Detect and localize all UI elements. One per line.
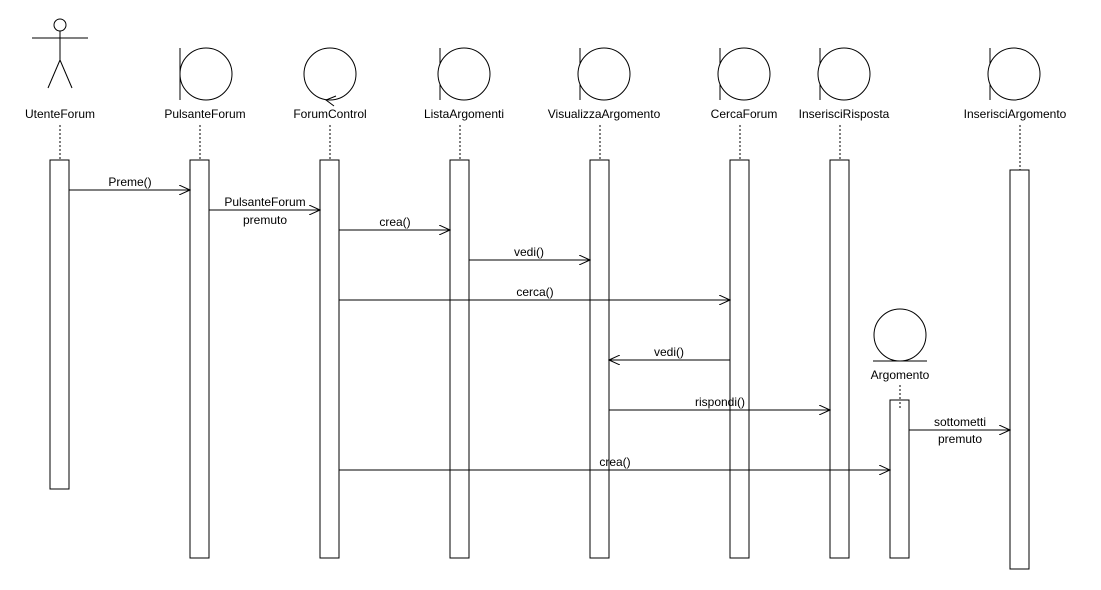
- activation-bar: [319, 159, 340, 559]
- message-rispondi: rispondi(): [609, 395, 830, 410]
- message-label: cerca(): [516, 285, 553, 299]
- boundary-icon: [179, 47, 233, 101]
- message-label: crea(): [379, 215, 410, 229]
- participant-label: ForumControl: [293, 107, 366, 121]
- message-vedi-1: vedi(): [469, 245, 590, 260]
- participant-lista-argomenti: ListaArgomenti: [424, 47, 504, 559]
- participant-visualizza-argomento: VisualizzaArgomento: [548, 47, 661, 559]
- boundary-icon: [817, 47, 871, 101]
- activation-bar: [589, 159, 610, 559]
- participant-forum-control: ForumControl: [293, 47, 367, 559]
- participant-utente-forum: UtenteForum: [25, 18, 95, 490]
- boundary-icon: [987, 47, 1041, 101]
- participant-label: UtenteForum: [25, 107, 95, 121]
- participant-label: InserisciArgomento: [964, 107, 1067, 121]
- participant-label: VisualizzaArgomento: [548, 107, 661, 121]
- control-icon: [303, 47, 357, 107]
- message-label: vedi(): [654, 345, 684, 359]
- message-label: rispondi(): [695, 395, 745, 409]
- activation-bar: [889, 399, 910, 559]
- participant-label: InserisciRisposta: [799, 107, 890, 121]
- message-label: Preme(): [108, 175, 151, 189]
- activation-bar: [729, 159, 750, 559]
- participant-label: CercaForum: [711, 107, 778, 121]
- message-label: sottometti: [934, 415, 986, 429]
- message-label: PulsanteForum: [224, 195, 305, 209]
- message-label: crea(): [599, 455, 630, 469]
- participant-label: ListaArgomenti: [424, 107, 504, 121]
- participant-inserisci-argomento: InserisciArgomento: [964, 47, 1067, 570]
- activation-bar: [49, 159, 70, 490]
- participant-argomento: Argomento: [871, 308, 930, 559]
- activation-bar: [449, 159, 470, 559]
- message-crea-argomento: crea(): [339, 455, 890, 470]
- participant-label: PulsanteForum: [164, 107, 245, 121]
- participant-inserisci-risposta: InserisciRisposta: [799, 47, 890, 559]
- message-pulsante-forum-premuto: PulsanteForum premuto: [209, 195, 320, 227]
- message-preme: Preme(): [69, 175, 190, 190]
- entity-icon: [873, 308, 927, 362]
- activation-bar: [1009, 169, 1030, 570]
- message-sottometti-premuto: sottometti premuto: [909, 415, 1010, 446]
- participant-label: Argomento: [871, 368, 930, 382]
- boundary-icon: [717, 47, 771, 101]
- message-label: premuto: [243, 213, 287, 227]
- actor-icon: [32, 18, 88, 89]
- activation-bar: [829, 159, 850, 559]
- message-vedi-2: vedi(): [609, 345, 730, 360]
- boundary-icon: [577, 47, 631, 101]
- message-label: vedi(): [514, 245, 544, 259]
- message-label: premuto: [938, 432, 982, 446]
- activation-bar: [189, 159, 210, 559]
- message-crea-lista: crea(): [339, 215, 450, 230]
- boundary-icon: [437, 47, 491, 101]
- participant-cerca-forum: CercaForum: [711, 47, 778, 559]
- message-cerca: cerca(): [339, 285, 730, 300]
- participant-pulsante-forum: PulsanteForum: [164, 47, 246, 559]
